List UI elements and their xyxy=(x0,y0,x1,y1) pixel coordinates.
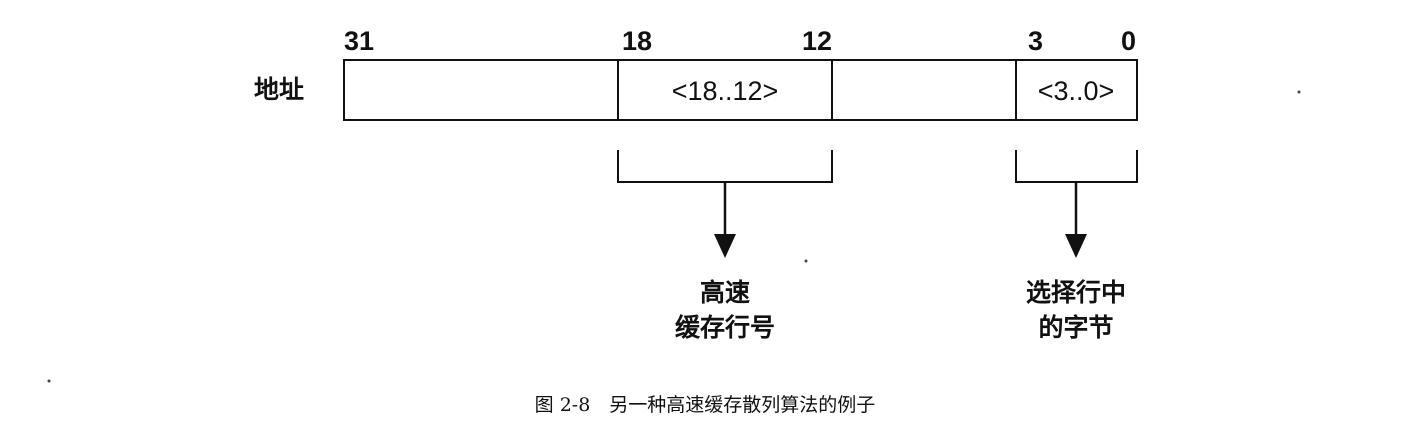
scan-speck xyxy=(804,259,808,263)
byte-select-desc-line1: 选择行中 xyxy=(1026,278,1126,307)
cache-line-desc-line1: 高速 xyxy=(700,278,750,307)
scan-speck xyxy=(1297,90,1301,94)
scan-speck xyxy=(47,379,51,383)
cache-line-desc-line2: 缓存行号 xyxy=(675,313,775,342)
cache-line-bracket xyxy=(617,150,833,183)
cache-line-arrow-head xyxy=(714,234,736,258)
byte-select-desc-line2: 的字节 xyxy=(1038,313,1113,342)
bit-label-31: 31 xyxy=(344,26,374,56)
address-row-label: 地址 xyxy=(254,75,304,104)
figure-caption: 图 2-8 另一种高速缓存散列算法的例子 xyxy=(535,394,876,416)
byte-select-arrow-head xyxy=(1065,234,1087,258)
byte-select-bracket xyxy=(1015,150,1138,183)
bit-label-3: 3 xyxy=(1028,26,1043,56)
bit-label-0: 0 xyxy=(1121,26,1136,56)
byte-field-label: <3..0> xyxy=(1038,76,1115,106)
address-register-box xyxy=(343,59,1138,121)
cache-line-field-label: <18..12> xyxy=(672,76,779,106)
bit-label-18: 18 xyxy=(622,26,652,56)
bit-label-12: 12 xyxy=(802,26,832,56)
